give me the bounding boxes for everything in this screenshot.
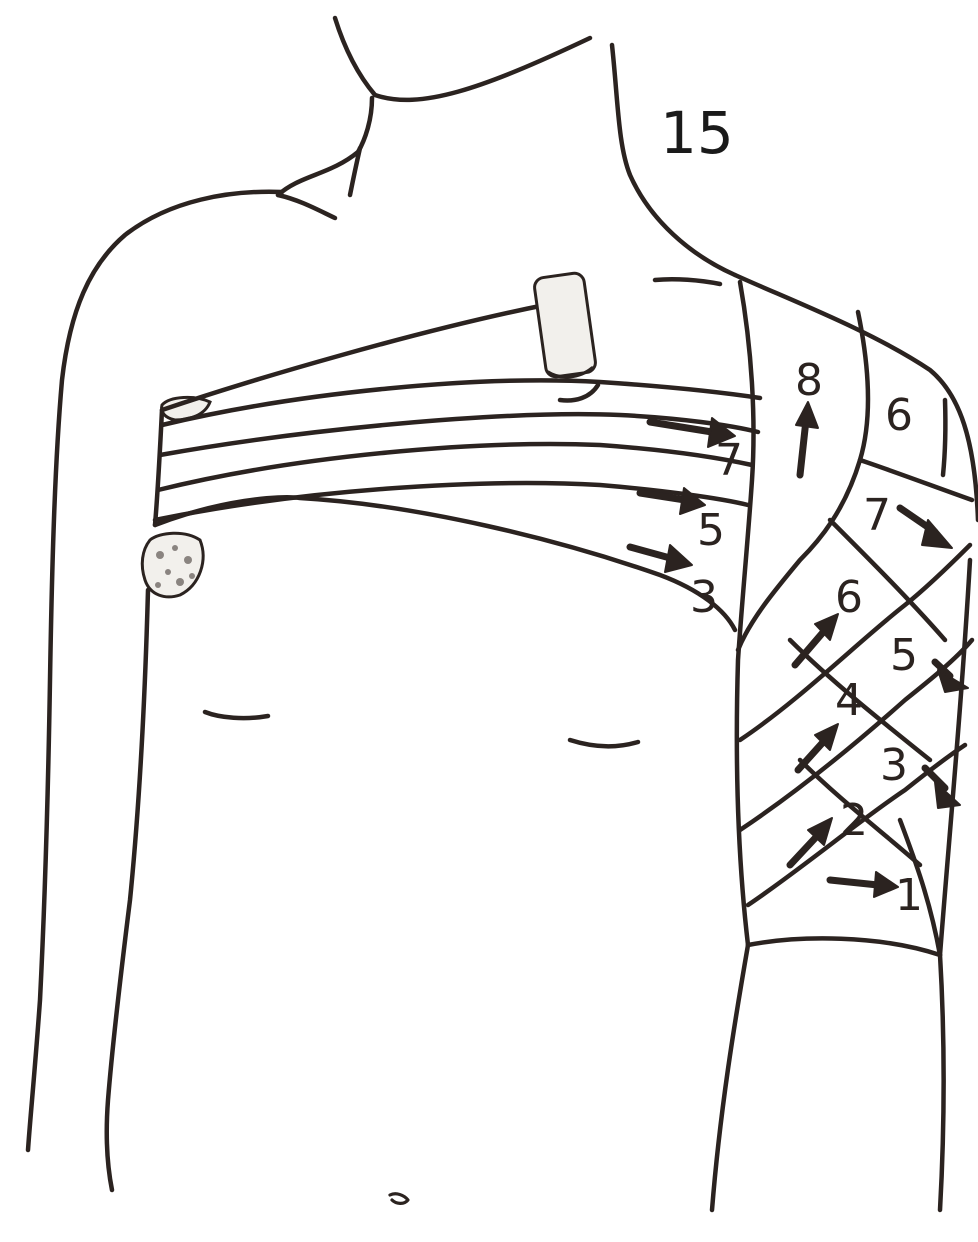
shoulder-label-4: 4	[835, 675, 863, 726]
chest-label-3: 3	[690, 572, 718, 623]
shoulder-label-7: 7	[863, 490, 891, 541]
axillary-padding	[142, 397, 210, 596]
shoulder-arrow-6-up	[795, 614, 838, 665]
shoulder-label-3: 3	[880, 740, 908, 791]
shoulder-label-1: 1	[895, 870, 923, 921]
shoulder-arrow-1	[830, 872, 898, 897]
shoulder-label-5: 5	[890, 630, 918, 681]
chest-label-5: 5	[697, 505, 725, 556]
chest-label-7: 7	[715, 435, 743, 486]
figure-number: 15	[660, 99, 734, 167]
shoulder-arrow-7-down	[900, 508, 952, 548]
shoulder-label-6-top: 6	[885, 390, 913, 441]
chest-bandage	[155, 272, 760, 630]
shoulder-arrow-8	[796, 402, 818, 475]
shoulder-label-2: 2	[840, 795, 868, 846]
shoulder-label-8: 8	[795, 355, 823, 406]
shoulder-label-6-ascending: 6	[835, 572, 863, 623]
